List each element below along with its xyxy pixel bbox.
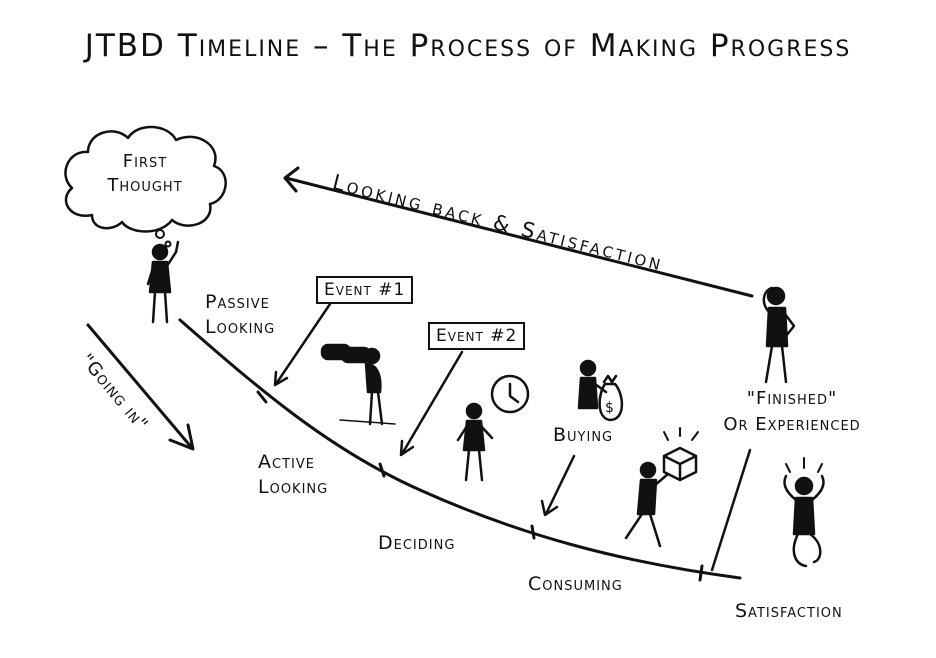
passive-looking-label: Passive Looking xyxy=(205,291,276,338)
deciding-person-icon xyxy=(456,402,494,482)
event1-arrow xyxy=(273,302,332,387)
thought-bubble-icon xyxy=(164,240,172,248)
svg-text:$: $ xyxy=(605,400,614,416)
thought-bubble-icon xyxy=(155,229,165,239)
consuming-label: Consuming xyxy=(528,573,623,595)
deciding-label: Deciding xyxy=(378,532,456,554)
reflecting-person-icon xyxy=(762,286,796,384)
timeline-tick xyxy=(698,564,704,582)
binoculars-person-icon xyxy=(320,343,396,426)
money-bag-icon: $ xyxy=(598,374,624,422)
consumer-person-icon xyxy=(624,461,670,548)
timeline-tick xyxy=(256,390,268,404)
clock-icon xyxy=(490,374,530,414)
looking-back-arrow xyxy=(283,166,754,298)
event2-arrow xyxy=(399,350,464,457)
page-title: JTBD Timeline – The Process of Making Pr… xyxy=(84,28,852,64)
celebrating-person-icon xyxy=(783,457,825,568)
timeline-curve xyxy=(178,318,742,580)
going-in-arrow xyxy=(86,323,195,451)
package-box-icon xyxy=(662,427,699,482)
buying-label: Buying xyxy=(553,424,614,446)
timeline-tick xyxy=(530,524,536,540)
thinking-person-icon xyxy=(146,240,180,324)
timeline-tick xyxy=(378,462,386,478)
first-thought-label: First Thought xyxy=(107,151,183,196)
finished-pointer-line xyxy=(710,448,752,572)
finished-label: "Finished" Or Experienced xyxy=(723,388,861,435)
buying-arrow xyxy=(540,454,576,517)
thought-cloud-icon xyxy=(64,125,227,233)
active-looking-label: Active Looking xyxy=(258,451,329,498)
satisfaction-label: Satisfaction xyxy=(735,600,843,622)
buyer-person-icon xyxy=(577,359,608,410)
event1-box: Event #1 xyxy=(316,276,414,304)
event2-box: Event #2 xyxy=(428,322,526,350)
